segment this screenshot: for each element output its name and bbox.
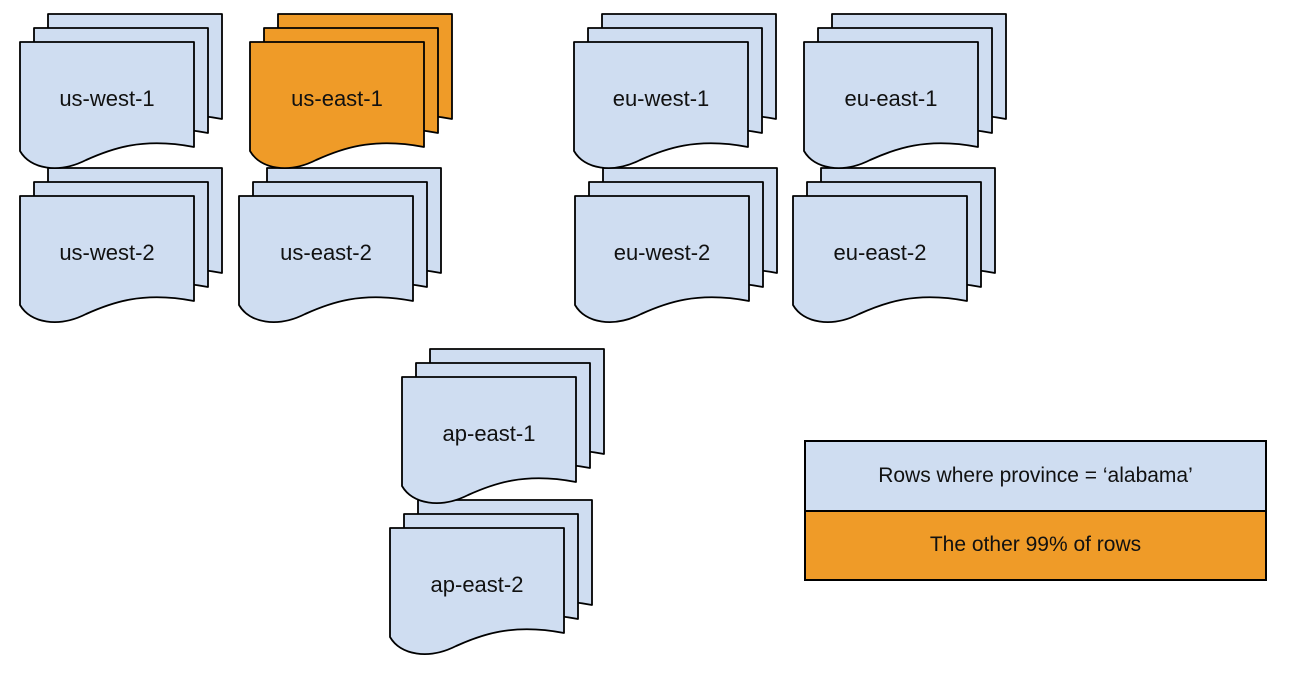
region-stack-us-east-1: us-east-1	[249, 13, 453, 169]
stack-label: us-east-2	[280, 240, 372, 265]
document-sheet	[19, 195, 195, 323]
stack-label: eu-west-2	[614, 240, 711, 265]
document-sheet	[792, 195, 968, 323]
stack-label: us-west-2	[59, 240, 154, 265]
region-stack-us-west-2: us-west-2	[19, 167, 223, 323]
region-stack-us-east-2: us-east-2	[238, 167, 442, 323]
document-sheet	[401, 376, 577, 504]
stack-label: eu-west-1	[613, 86, 710, 111]
document-sheet	[249, 41, 425, 169]
region-stack-us-west-1: us-west-1	[19, 13, 223, 169]
region-stack-eu-west-2: eu-west-2	[574, 167, 778, 323]
document-sheet	[803, 41, 979, 169]
stack-label: ap-east-1	[443, 421, 536, 446]
stack-label: us-east-1	[291, 86, 383, 111]
document-sheet	[238, 195, 414, 323]
stack-label: eu-east-1	[845, 86, 938, 111]
region-stack-eu-west-1: eu-west-1	[573, 13, 777, 169]
stack-label: ap-east-2	[431, 572, 524, 597]
region-stack-eu-east-1: eu-east-1	[803, 13, 1007, 169]
legend-label-other-rows: The other 99% of rows	[929, 533, 1142, 557]
legend-item-other-rows: The other 99% of rows	[806, 509, 1265, 579]
stack-label: eu-east-2	[834, 240, 927, 265]
region-stack-eu-east-2: eu-east-2	[792, 167, 996, 323]
legend-label-alabama-rows: Rows where province = ‘alabama’	[878, 463, 1193, 487]
document-sheet	[574, 195, 750, 323]
document-sheet	[389, 527, 565, 655]
region-stack-ap-east-2: ap-east-2	[389, 499, 593, 655]
legend: Rows where province = ‘alabama’ The othe…	[804, 440, 1267, 581]
document-sheet	[573, 41, 749, 169]
region-stack-ap-east-1: ap-east-1	[401, 348, 605, 504]
legend-item-alabama-rows: Rows where province = ‘alabama’	[806, 442, 1265, 510]
stack-label: us-west-1	[59, 86, 154, 111]
document-sheet	[19, 41, 195, 169]
